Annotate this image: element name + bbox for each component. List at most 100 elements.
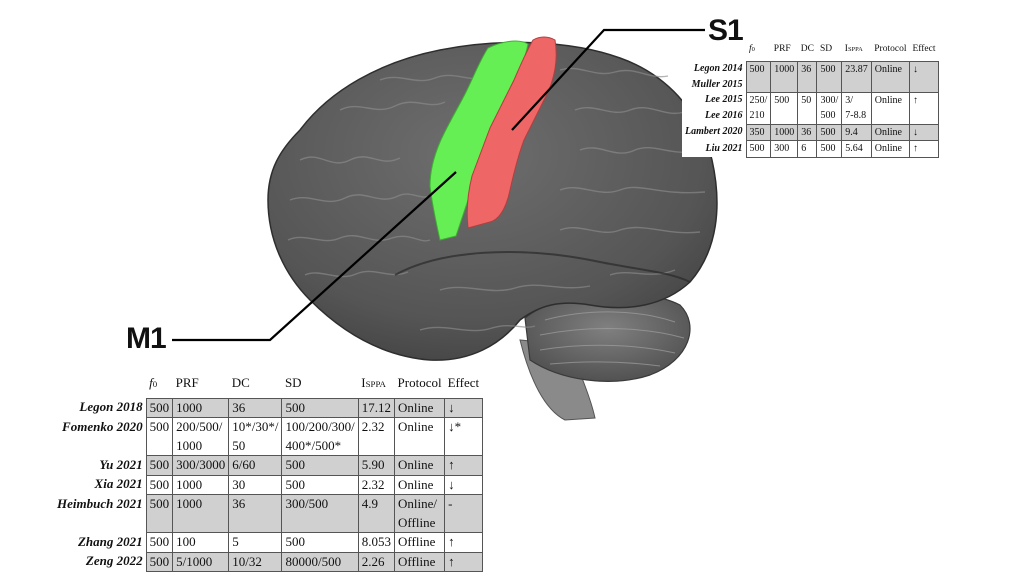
dc-header: DC bbox=[231, 375, 250, 390]
protocol-value: Offline bbox=[398, 534, 436, 549]
prf-header: PRF bbox=[773, 44, 791, 54]
isppa-value: 5.90 bbox=[361, 457, 385, 472]
prf-cell: 1000 bbox=[770, 123, 799, 141]
study-value: Xia 2021 bbox=[94, 476, 143, 491]
study-value: Heimbuch 2021 bbox=[57, 495, 143, 511]
f0-header: f0 bbox=[749, 44, 755, 54]
protocol-cell: Online bbox=[394, 455, 446, 476]
isppa-cell: 4.9 bbox=[357, 494, 396, 533]
s1-study-table: f0 PRF DC SD ISPPA Protocol Effect Legon… bbox=[682, 42, 940, 158]
isppa-cell: 2.32 bbox=[357, 474, 396, 495]
sd-cell: 500 bbox=[281, 397, 359, 418]
effect-value: - bbox=[448, 496, 453, 511]
sd-value: 400*/500* bbox=[285, 437, 342, 453]
sd-cell: 500 bbox=[281, 474, 359, 495]
isppa-cell: 17.12 bbox=[357, 397, 396, 418]
protocol-value: Online bbox=[398, 419, 434, 434]
f0-cell: 350 bbox=[745, 123, 772, 141]
sd-value: 80000/500 bbox=[285, 553, 342, 569]
prf-cell: 300/3000 bbox=[172, 455, 230, 476]
protocol-cell: Online bbox=[870, 60, 910, 93]
dc-cell: 50 bbox=[797, 91, 818, 125]
effect-value: ↑ bbox=[448, 457, 455, 472]
isppa-cell: 9.4 bbox=[841, 123, 872, 141]
protocol-value: Online bbox=[874, 94, 902, 106]
prf-cell: 300 bbox=[770, 140, 799, 158]
protocol-cell: Online bbox=[394, 474, 446, 495]
effect-value: ↑ bbox=[912, 143, 918, 154]
effect-cell: ↑ bbox=[908, 91, 940, 125]
protocol-cell: Offline bbox=[394, 551, 446, 572]
sd-value: 500 bbox=[285, 534, 305, 549]
f0-cell: 500 bbox=[145, 455, 174, 476]
f0-cell: 500 bbox=[145, 417, 174, 456]
sd-value: 500 bbox=[820, 126, 836, 138]
study-value: Legon 2018 bbox=[79, 399, 143, 414]
study-cell: Zhang 2021 bbox=[54, 532, 147, 552]
isppa-value: 23.87 bbox=[845, 63, 868, 75]
effect-value: ↑ bbox=[448, 534, 455, 549]
isppa-cell: 5.64 bbox=[841, 140, 872, 158]
dc-value: 6 bbox=[801, 143, 807, 154]
sd-value: 500 bbox=[285, 457, 305, 472]
f0-cell: 250/210 bbox=[745, 91, 772, 125]
study-value: Zeng 2022 bbox=[85, 553, 143, 568]
f0-value: 500 bbox=[149, 476, 170, 492]
effect-value: ↑ bbox=[912, 94, 918, 106]
study-value: Lee 2016 bbox=[705, 109, 743, 121]
sd-value: 500 bbox=[285, 399, 305, 415]
study-value: Zhang 2021 bbox=[77, 533, 143, 549]
prf-value: 1000 bbox=[774, 126, 795, 138]
prf-value: 1000 bbox=[176, 437, 203, 453]
f0-cell: 500 bbox=[745, 60, 772, 93]
dc-cell: 36 bbox=[228, 494, 283, 533]
f0-value: 500 bbox=[149, 399, 170, 415]
prf-value: 1000 bbox=[176, 476, 203, 492]
dc-cell: 36 bbox=[797, 60, 818, 93]
dc-value: 36 bbox=[232, 399, 246, 415]
isppa-value: 17.12 bbox=[361, 399, 392, 415]
f0-value: 500 bbox=[149, 419, 170, 434]
effect-cell: ↓ bbox=[444, 397, 483, 418]
isppa-cell: 8.053 bbox=[357, 532, 396, 553]
watermark: 知乎 @脱影科技 bbox=[778, 529, 961, 558]
study-cell: Xia 2021 bbox=[54, 475, 147, 495]
dc-cell: 36 bbox=[228, 397, 283, 418]
sd-value: 500 bbox=[820, 63, 836, 75]
s1-label: S1 bbox=[708, 14, 744, 47]
prf-cell: 5/1000 bbox=[172, 551, 230, 572]
effect-cell: ↓ bbox=[908, 60, 940, 93]
sd-value: 300/ bbox=[820, 94, 839, 106]
protocol-cell: Online bbox=[870, 123, 910, 141]
dc-cell: 36 bbox=[797, 123, 818, 141]
m1-label: M1 bbox=[126, 322, 167, 355]
isppa-cell: 2.32 bbox=[357, 417, 396, 456]
dc-value: 5 bbox=[232, 534, 239, 549]
dc-cell: 6 bbox=[797, 140, 818, 158]
protocol-cell: Online bbox=[870, 140, 910, 158]
study-cell: Lambert 2020 bbox=[682, 124, 746, 141]
study-header bbox=[54, 374, 146, 398]
protocol-value: Online bbox=[398, 476, 434, 492]
study-cell: Liu 2021 bbox=[682, 140, 746, 157]
f0-cell: 500 bbox=[145, 551, 174, 572]
isppa-value: 8.053 bbox=[361, 534, 392, 549]
sd-cell: 500 bbox=[816, 140, 843, 158]
isppa-value: 2.26 bbox=[361, 553, 385, 569]
study-cell: Heimbuch 2021 bbox=[54, 494, 147, 533]
sd-value: 500 bbox=[820, 110, 836, 121]
sd-value: 300/500 bbox=[285, 496, 329, 511]
dc-value: 30 bbox=[232, 476, 246, 492]
effect-value: ↓ bbox=[448, 399, 455, 415]
dc-value: 10/32 bbox=[232, 553, 262, 569]
study-value: Yu 2021 bbox=[99, 456, 143, 472]
dc-value: 10*/30*/ bbox=[232, 419, 279, 434]
isppa-value: 7-8.8 bbox=[845, 110, 867, 121]
f0-value: 210 bbox=[749, 110, 765, 121]
